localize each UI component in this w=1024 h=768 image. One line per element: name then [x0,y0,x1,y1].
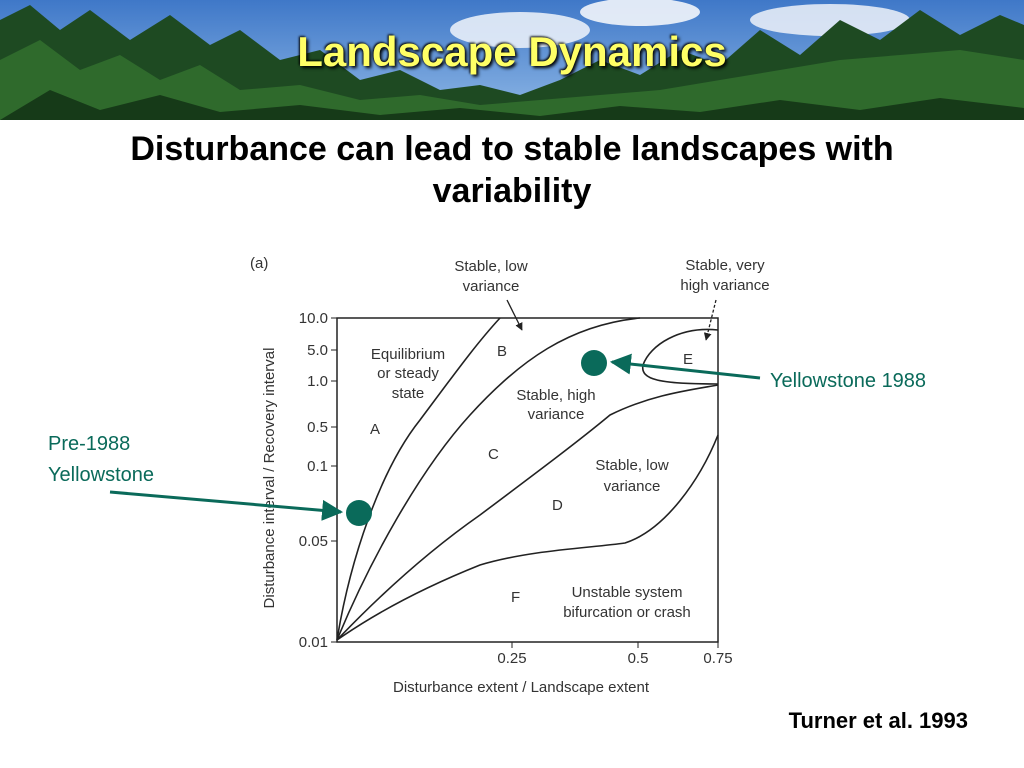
y-tick-label: 10.0 [299,310,328,327]
region-d-label: D [552,497,563,514]
subtitle-line-2: variability [432,172,592,210]
boundary-curve-a-b [336,317,501,641]
pre-1988-label-line-1: Pre-1988 [48,433,130,455]
svg-text:variance: variance [604,478,661,495]
region-a-label: A [370,421,380,438]
y-tick-label: 0.1 [307,458,328,475]
header-banner: Landscape Dynamics [0,0,1024,120]
x-tick-label: 0.75 [703,650,732,667]
region-f-label: F [511,589,520,606]
region-d-description: Stable, low variance [595,457,669,495]
svg-text:Stable, high: Stable, high [516,387,595,404]
y-tick-label: 0.5 [307,419,328,436]
svg-text:Equilibrium: Equilibrium [371,346,445,363]
slide-title: Landscape Dynamics [297,28,727,75]
y-tick-label: 1.0 [307,373,328,390]
svg-text:or steady: or steady [377,365,439,382]
region-c-description: Stable, high variance [516,387,595,423]
y-axis-tick-labels: 10.0 5.0 1.0 0.5 0.1 0.05 0.01 [299,310,328,651]
region-c-label: C [488,446,499,463]
yellowstone-1988-arrow [609,353,761,380]
x-axis-tick-labels: 0.25 0.5 0.75 [497,650,732,667]
x-tick-label: 0.25 [497,650,526,667]
region-e-label: E [683,351,693,368]
region-b-label: B [497,343,507,360]
callout-stable-low-variance: Stable, low variance [454,258,528,331]
svg-text:Stable, very: Stable, very [685,257,765,274]
svg-text:high variance: high variance [680,277,769,294]
pre-1988-yellowstone-marker [346,500,372,526]
panel-label: (a) [250,255,268,272]
x-axis-title: Disturbance extent / Landscape extent [393,679,650,696]
y-tick-label: 0.01 [299,634,328,651]
pre-1988-yellowstone-arrow [109,490,344,521]
yellowstone-1988-label: Yellowstone 1988 [770,370,926,392]
svg-text:variance: variance [463,278,520,295]
callout-arrow [506,299,523,331]
y-tick-label: 0.05 [299,533,328,550]
x-axis-ticks [511,642,719,648]
plot-frame [336,317,719,643]
y-axis-ticks [331,317,337,643]
region-a-description: Equilibrium or steady state [371,346,445,402]
citation-credit: Turner et al. 1993 [788,708,968,733]
boundary-curve-b-c [336,317,641,641]
callout-stable-very-high-variance: Stable, very high variance [680,257,770,341]
subtitle-line-1: Disturbance can lead to stable landscape… [130,130,894,168]
svg-text:Unstable system: Unstable system [572,584,683,601]
svg-text:state: state [392,385,425,402]
svg-text:bifurcation or crash: bifurcation or crash [563,604,691,621]
forest-sky-banner-image [0,0,1024,120]
x-tick-label: 0.5 [628,650,649,667]
pre-1988-label-line-2: Yellowstone [48,464,154,486]
y-tick-label: 5.0 [307,342,328,359]
slide-subtitle: Disturbance can lead to stable landscape… [30,128,994,212]
boundary-curves [336,317,719,641]
region-f-description: Unstable system bifurcation or crash [563,584,691,621]
boundary-curve-d-f [336,434,719,641]
svg-text:Stable, low: Stable, low [595,457,669,474]
callout-arrow [703,299,717,341]
boundary-curve-e [642,328,719,385]
svg-text:variance: variance [528,406,585,423]
yellowstone-1988-marker [581,350,607,376]
y-axis-title: Disturbance interval / Recovery interval [261,348,278,609]
boundary-curve-c-d [336,384,719,641]
svg-text:Stable, low: Stable, low [454,258,528,275]
